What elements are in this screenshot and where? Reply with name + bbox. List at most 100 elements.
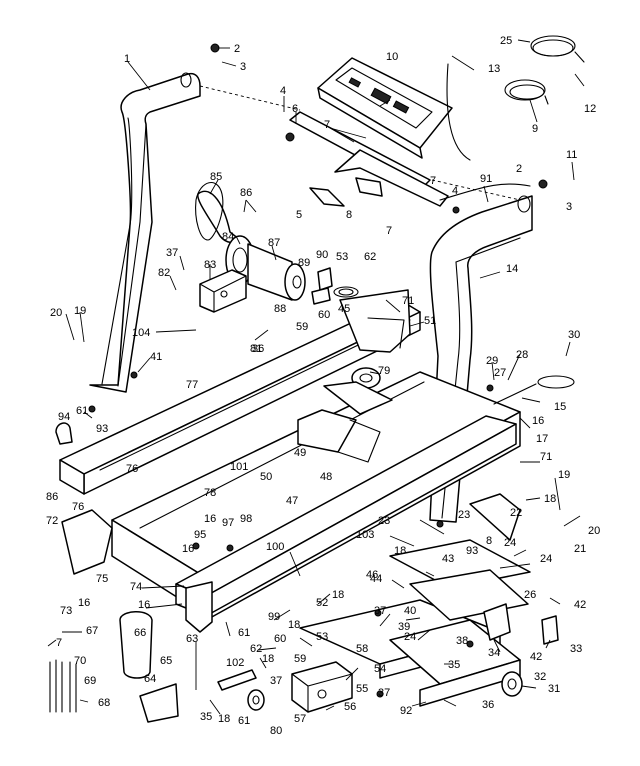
callout-c36b: 36: [482, 699, 494, 711]
callout-c20b: 20: [588, 525, 600, 537]
callout-c55: 55: [356, 683, 368, 695]
deck-brackets: [297, 381, 393, 463]
callout-c1: 1: [124, 53, 130, 65]
callout-c59a: 59: [296, 321, 308, 333]
lower-motor-unit: [291, 661, 353, 713]
callout-c2b: 2: [516, 163, 522, 175]
callout-c54: 54: [374, 663, 386, 675]
callout-c17: 17: [536, 433, 548, 445]
callout-c61c: 61: [238, 715, 250, 727]
callout-c68: 68: [98, 697, 110, 709]
callout-c43: 43: [442, 553, 454, 565]
safety-key: [55, 422, 73, 445]
callout-c59b: 59: [294, 653, 306, 665]
callout-c18b: 18: [394, 545, 406, 557]
callout-c77: 77: [186, 379, 198, 391]
tie-wraps: [49, 659, 77, 713]
callout-c46: 46: [366, 569, 378, 581]
callout-c22: 22: [510, 507, 522, 519]
left-upright: [89, 72, 201, 393]
callout-c86b: 86: [46, 491, 58, 503]
callout-c48: 48: [320, 471, 332, 483]
callout-c87: 87: [268, 237, 280, 249]
callout-c3a: 3: [240, 61, 246, 73]
callout-c65: 65: [160, 655, 172, 667]
callout-c42b: 42: [530, 651, 542, 663]
callout-c31: 31: [548, 683, 560, 695]
callout-c11: 11: [566, 149, 577, 161]
callout-c13: 13: [488, 63, 500, 75]
callout-c34: 34: [488, 647, 500, 659]
console-crossbar: [289, 111, 531, 207]
callout-c73: 73: [60, 605, 72, 617]
callout-c24a: 24: [504, 537, 516, 549]
leader-lines: [47, 39, 585, 715]
callout-c92: 92: [400, 705, 412, 717]
callout-c56: 56: [344, 701, 356, 713]
callout-c37d: 37: [378, 687, 390, 699]
callout-c98: 98: [240, 513, 252, 525]
callout-c44: 44: [370, 573, 382, 585]
callout-c66: 66: [134, 627, 146, 639]
callout-c4a: 4: [280, 85, 286, 97]
callout-c3b: 3: [566, 201, 572, 213]
callout-c104: 104: [132, 327, 150, 339]
callout-c49: 49: [294, 447, 306, 459]
callout-c35a: 35: [448, 659, 460, 671]
callout-c82: 82: [158, 267, 170, 279]
callout-c16e: 16: [138, 599, 150, 611]
callout-c69: 69: [84, 675, 96, 687]
callout-c57: 57: [294, 713, 306, 725]
incline-bracket: [483, 603, 511, 641]
hardware: [88, 43, 548, 698]
hood-65: [119, 611, 153, 679]
callout-c76b: 76: [72, 501, 84, 513]
callout-c103: 103: [356, 529, 374, 541]
callout-c84: 84: [222, 231, 234, 243]
callout-c12: 12: [584, 103, 596, 115]
callout-c38a: 38: [456, 635, 468, 647]
callout-c16d: 16: [78, 597, 90, 609]
callout-c61a: 61: [76, 405, 88, 417]
callout-c41: 41: [150, 351, 162, 363]
callout-c74: 74: [130, 581, 142, 593]
callout-c7d: 7: [56, 637, 62, 649]
callout-c18c: 18: [332, 589, 344, 601]
wire-9: [504, 79, 546, 101]
callout-c23b: 23: [458, 509, 470, 521]
callout-c95: 95: [194, 529, 206, 541]
end-cap: [61, 509, 113, 575]
callout-c33: 33: [570, 643, 582, 655]
callout-c15: 15: [554, 401, 566, 413]
callout-c89: 89: [298, 257, 310, 269]
callout-c18d: 18: [288, 619, 300, 631]
callout-c14: 14: [506, 263, 518, 275]
callout-c27: 27: [494, 367, 506, 379]
callout-c62a: 62: [364, 251, 376, 263]
callout-c47: 47: [286, 495, 298, 507]
callout-c64: 64: [144, 673, 156, 685]
callout-c8b: 8: [486, 535, 492, 547]
callout-c16b: 16: [204, 513, 216, 525]
callout-c9: 9: [532, 123, 538, 135]
callout-c23a: 23: [378, 515, 390, 527]
callout-c62b: 62: [250, 643, 262, 655]
callout-c102: 102: [226, 657, 244, 669]
callout-c71b: 71: [540, 451, 552, 463]
callout-c7c: 7: [386, 225, 392, 237]
callout-c16a: 16: [532, 415, 544, 427]
callout-c99: 99: [268, 611, 280, 623]
motor-assembly: [197, 190, 306, 313]
callout-c81: 81: [250, 343, 262, 355]
callout-c75: 75: [96, 573, 108, 585]
callout-c36a: 36: [252, 343, 264, 355]
callout-c93a: 93: [96, 423, 108, 435]
callout-c21: 21: [574, 543, 586, 555]
callout-c30: 30: [568, 329, 580, 341]
callout-c20a: 20: [50, 307, 62, 319]
motor-belt: [195, 182, 224, 241]
callout-c42a: 42: [574, 599, 586, 611]
callout-c88: 88: [274, 303, 286, 315]
callout-c18e: 18: [262, 653, 274, 665]
